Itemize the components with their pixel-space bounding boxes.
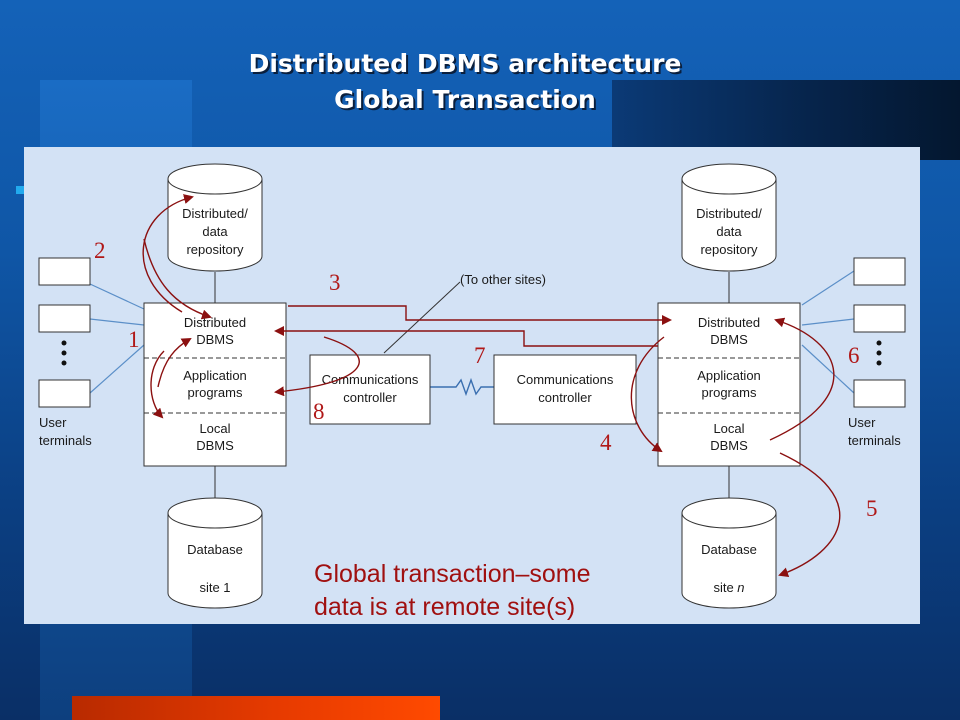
diagram-canvas: User terminals User terminals Distribute… (38, 163, 906, 621)
right-distributed-dbms-line2: DBMS (710, 332, 748, 347)
caption-line-1: Global transaction–some (314, 560, 591, 588)
left-comm-controller-line2: controller (343, 390, 397, 405)
left-database-line2: site 1 (199, 580, 230, 595)
right-terminals-label-line2: terminals (848, 433, 901, 448)
flow-arrow-1 (150, 350, 165, 419)
terminal-box (38, 379, 91, 408)
transaction-flow-arrows (142, 194, 841, 577)
terminal-box (38, 257, 91, 286)
terminal-box (853, 257, 906, 286)
terminal-box (38, 304, 91, 333)
left-repository-line2: data (202, 224, 228, 239)
right-application-programs-line1: Application (697, 368, 761, 383)
left-comm-controller-line1: Communications (322, 372, 419, 387)
flow-arrow-7 (274, 326, 658, 347)
right-database-line2: site n (713, 580, 744, 595)
right-dbms-box (657, 302, 801, 467)
step-label-1: 1 (128, 327, 140, 352)
right-terminal-ellipsis (876, 340, 882, 366)
left-repository-line3: repository (186, 242, 244, 257)
step-label-8: 8 (313, 399, 325, 424)
left-database-cylinder (167, 497, 263, 609)
right-user-terminals (853, 257, 906, 408)
terminal-box (853, 304, 906, 333)
to-other-sites-label: (To other sites) (460, 272, 546, 287)
left-local-dbms-line2: DBMS (196, 438, 234, 453)
flow-arrow-5 (778, 452, 841, 577)
right-local-dbms-line2: DBMS (710, 438, 748, 453)
left-application-programs-line1: Application (183, 368, 247, 383)
flow-arrow-8 (274, 336, 360, 397)
step-label-3: 3 (329, 270, 341, 295)
step-label-7: 7 (474, 343, 486, 368)
right-repository-line2: data (716, 224, 742, 239)
right-comm-controller-line2: controller (538, 390, 592, 405)
right-application-programs-line2: programs (702, 385, 757, 400)
left-application-programs-line2: programs (188, 385, 243, 400)
right-distributed-dbms-line1: Distributed (698, 315, 760, 330)
step-label-6: 6 (848, 343, 860, 368)
left-distributed-dbms-line2: DBMS (196, 332, 234, 347)
left-local-dbms-line1: Local (199, 421, 230, 436)
step-label-5: 5 (866, 496, 878, 521)
flow-arrow-6 (769, 317, 835, 441)
decorative-top-band (612, 80, 960, 160)
left-terminal-links (89, 283, 145, 394)
flow-arrow-4 (630, 336, 665, 453)
slide-title: Distributed DBMS architecture Global Tra… (0, 46, 930, 118)
right-terminals-label-line1: User (848, 415, 876, 430)
architecture-diagram: User terminals User terminals Distribute… (24, 147, 920, 624)
right-database-line1: Database (701, 542, 757, 557)
flow-arrow-2a (142, 194, 194, 313)
left-distributed-dbms-line1: Distributed (184, 315, 246, 330)
right-terminal-links (801, 270, 855, 394)
left-database-line1: Database (187, 542, 243, 557)
left-comm-controller (309, 354, 431, 425)
left-repository-line1: Distributed/ (182, 206, 248, 221)
terminal-box (853, 379, 906, 408)
left-dbms-box (143, 302, 287, 467)
storage-links (214, 272, 730, 499)
flow-arrow-3 (288, 305, 672, 325)
step-label-2: 2 (94, 238, 106, 263)
right-comm-controller (493, 354, 637, 425)
left-terminals-label-line2: terminals (39, 433, 92, 448)
caption-line-2: data is at remote site(s) (314, 593, 575, 621)
left-user-terminals (38, 257, 91, 408)
left-terminals-label-line1: User (39, 415, 67, 430)
right-comm-controller-line1: Communications (517, 372, 614, 387)
step-label-4: 4 (600, 430, 612, 455)
bullet-marker (16, 186, 24, 194)
slide-title-line-1: Distributed DBMS architecture (248, 49, 682, 78)
left-terminal-ellipsis (61, 340, 67, 366)
right-local-dbms-line1: Local (713, 421, 744, 436)
network-link (430, 377, 494, 397)
other-sites-link (383, 281, 461, 354)
right-repository-line3: repository (700, 242, 758, 257)
flow-arrow-1b (157, 338, 192, 388)
slide-title-line-2: Global Transaction (334, 85, 596, 114)
right-repository-line1: Distributed/ (696, 206, 762, 221)
flow-arrow-2b (143, 238, 212, 320)
decorative-bottom-bar (72, 696, 440, 720)
right-repository-cylinder (681, 163, 777, 272)
right-database-cylinder (681, 497, 777, 609)
